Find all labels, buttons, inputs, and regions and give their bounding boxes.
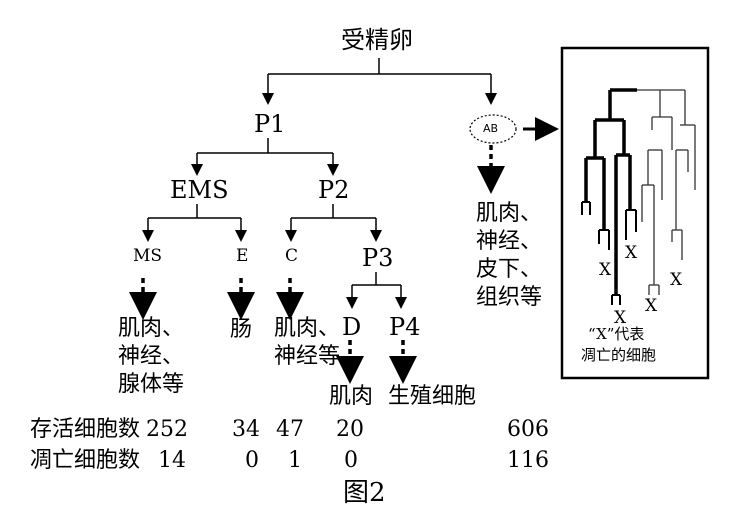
inset-mark-2: X [625,243,638,263]
fate-c-line1: 肌肉、 [274,316,341,341]
node-ems: EMS [170,176,229,204]
fate-ms-line3: 腺体等 [118,372,185,397]
fate-ab-line4: 组织等 [476,285,543,310]
inset-caption-line2: 凋亡的细胞 [581,346,657,364]
node-p4: P4 [389,313,421,341]
inset-mark-6: X [633,298,634,299]
node-zygote: 受精卵 [341,26,413,54]
alive-c: 47 [276,417,304,442]
node-ab: AB [483,122,499,135]
fate-ms: 肌肉、 神经、 腺体等 [118,315,184,399]
fate-ab-line3: 皮下、 [476,257,543,282]
dead-e: 0 [245,448,259,473]
dead-label: 凋亡细胞数 [30,448,141,473]
dead-d: 0 [344,448,358,473]
figure-label: 图2 [343,478,386,508]
node-p2: P2 [318,176,350,204]
alive-e: 34 [232,417,260,442]
fate-d: 肌肉 [329,384,374,409]
fate-ms-line1: 肌肉、 [118,316,185,341]
fate-ms-line2: 神经、 [118,344,185,369]
node-p3: P3 [362,244,394,272]
alive-label: 存活细胞数 [30,417,141,442]
fate-c: 肌肉、 神经等 [274,315,340,371]
inset-mark-4: X [645,296,658,316]
dead-ab: 116 [507,448,549,473]
fate-e: 肠 [230,317,253,342]
alive-ab: 606 [507,417,549,442]
inset-mark-3: X [614,308,627,328]
alive-d: 20 [336,417,364,442]
dead-c: 1 [288,448,302,473]
dead-ms: 14 [158,448,186,473]
inset-mark-1: X [599,260,612,280]
fate-p4: 生殖细胞 [388,384,477,409]
alive-ms: 252 [146,417,188,442]
fate-ab-line1: 肌肉、 [476,201,543,226]
node-p1: P1 [254,110,286,138]
inset-caption-line1: “X”代表 [588,325,645,343]
node-d: D [342,313,362,341]
fate-c-line2: 神经等 [274,344,341,369]
node-e: E [236,246,249,266]
node-c: C [285,246,299,266]
fate-ab: 肌肉、 神经、 皮下、 组织等 [476,200,542,312]
node-ms: MS [133,246,163,266]
fate-ab-line2: 神经、 [476,229,543,254]
inset-mark-5: X [670,270,683,290]
